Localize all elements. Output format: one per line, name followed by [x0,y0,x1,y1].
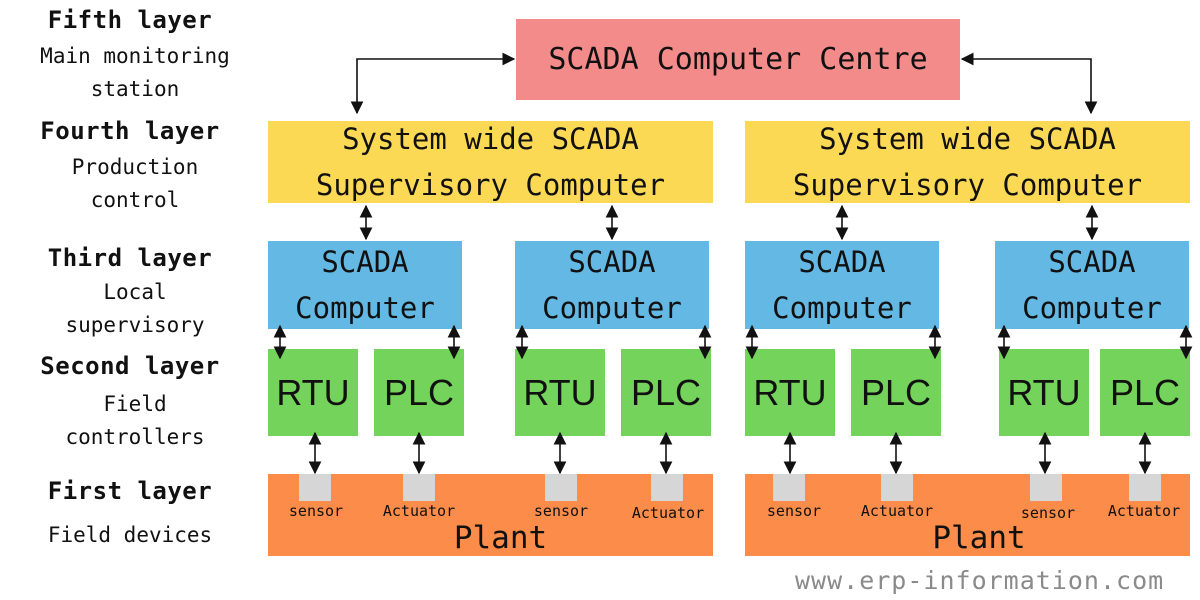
plc-4-label: PLC [1109,371,1181,413]
rtu-1-label: RTU [276,371,350,413]
arrow-centre-supervisory-left [350,52,516,115]
sensor-device-1 [299,474,331,501]
scada-computer-1: SCADA Computer [268,241,462,329]
actuator-label-1: Actuator [382,502,456,520]
scada-computer-1-line2: Computer [295,291,435,325]
layer-subtitle-first: Field devices [47,523,213,547]
sensor-label-1: sensor [288,502,344,520]
layer-subtitle-third-line1: Local [103,280,167,304]
rtu-4: RTU [999,349,1089,436]
layer-subtitle-third-line2: supervisory [65,313,205,337]
layer-subtitle-fourth-line1: Production [71,155,199,179]
layer-title-second: Second layer [40,352,220,380]
layer-title-first: First layer [47,477,213,505]
plc-3-label: PLC [860,371,932,413]
layer-title-fourth: Fourth layer [40,117,220,145]
sensor-device-4 [1030,474,1062,501]
supervisory-left-line2: Supervisory Computer [315,168,666,202]
scada-computer-centre: SCADA Computer Centre [516,19,960,100]
scada-computer-4-line1: SCADA [1048,245,1136,279]
scada-computer-3-line2: Computer [772,291,912,325]
supervisory-computer-left: System wide SCADA Supervisory Computer [268,121,713,203]
scada-computer-2-line1: SCADA [568,245,656,279]
rtu-3-label: RTU [753,371,827,413]
sensor-label-3: sensor [766,502,822,520]
scada-computer-2: SCADA Computer [515,241,709,329]
scada-computer-3: SCADA Computer [745,241,939,329]
actuator-device-1 [403,474,435,501]
plant-right-label: Plant [932,520,1026,556]
plc-3: PLC [851,349,941,436]
plant-right: sensor Actuator sensor Actuator Plant [745,474,1190,556]
plc-4: PLC [1100,349,1190,436]
scada-computer-1-line1: SCADA [321,245,409,279]
rtu-2-label: RTU [523,371,597,413]
arrow-centre-supervisory-right [960,52,1098,115]
scada-computer-2-line2: Computer [542,291,682,325]
plant-left-label: Plant [453,520,548,556]
plc-2: PLC [621,349,711,436]
layer-title-fifth: Fifth layer [47,6,213,34]
rtu-1: RTU [268,349,358,436]
plc-1: PLC [374,349,464,436]
plant-left: sensor Actuator sensor Actuator Plant [268,474,713,556]
layer-subtitle-second-line2: controllers [65,425,205,449]
supervisory-right-line1: System wide SCADA [819,122,1116,156]
layer-subtitle-second-line1: Field [103,392,167,416]
supervisory-computer-right: System wide SCADA Supervisory Computer [745,121,1190,203]
actuator-label-3: Actuator [860,502,934,520]
sensor-label-4: sensor [1020,504,1076,522]
watermark: www.erp-information.com [795,566,1165,595]
actuator-device-2 [651,474,683,501]
scada-computer-4-line2: Computer [1022,291,1162,325]
supervisory-right-line2: Supervisory Computer [792,168,1143,202]
actuator-device-4 [1129,474,1161,501]
rtu-3: RTU [745,349,835,436]
scada-computer-centre-label: SCADA Computer Centre [548,42,928,77]
actuator-label-4: Actuator [1107,502,1181,520]
actuator-label-2: Actuator [631,504,705,522]
layer-subtitle-fourth-line2: control [90,188,180,212]
sensor-label-2: sensor [533,502,589,520]
layer-title-third: Third layer [47,244,213,272]
supervisory-left-line1: System wide SCADA [342,122,639,156]
plc-2-label: PLC [630,371,702,413]
scada-computer-4: SCADA Computer [995,241,1189,329]
sensor-device-3 [773,474,805,501]
actuator-device-3 [881,474,913,501]
scada-computer-3-line1: SCADA [798,245,886,279]
layer-subtitle-fifth-line1: Main monitoring [40,44,230,68]
sensor-device-2 [545,474,577,501]
rtu-4-label: RTU [1007,371,1081,413]
plc-1-label: PLC [383,371,455,413]
rtu-2: RTU [515,349,605,436]
layer-subtitle-fifth-line2: station [90,77,180,101]
